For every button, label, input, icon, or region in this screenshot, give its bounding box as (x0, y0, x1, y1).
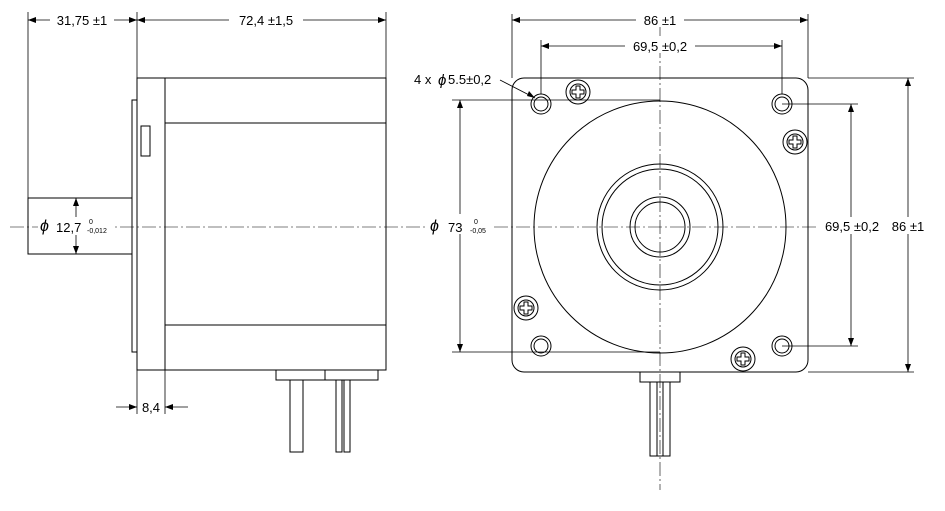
hub-inner-circle (601, 168, 719, 286)
hole-diameter-symbol: ϕ (438, 72, 446, 89)
pilot-boss (131, 99, 138, 353)
shaft-inner-circle (634, 201, 686, 253)
diameter-symbol: ϕ (40, 218, 49, 235)
flange-side (136, 77, 166, 371)
mounting-holes-label: 4 x (414, 72, 432, 87)
flange-square-label: 86 ±1 (644, 13, 676, 28)
arrowhead (129, 17, 137, 23)
pilot-diameter-label: 73 (448, 220, 462, 235)
side-view: 31,75 ±1 72,4 ±1,5 ϕ 12,7 0 -0,012 8,4 (10, 12, 925, 453)
lead-wire-2 (335, 379, 343, 453)
arrowhead (165, 404, 173, 410)
shaft-diameter-label: 12,7 (56, 220, 81, 235)
flange-thickness-label: 8,4 (142, 400, 160, 415)
shaft-tolerance-upper: 0 (89, 219, 93, 226)
hole-spacing-horizontal-label: 69,5 ±0,2 (633, 39, 687, 54)
arrowhead (137, 17, 145, 23)
pilot-tolerance-upper: 0 (474, 219, 478, 226)
front-lead-wires (649, 381, 671, 457)
body-length-label: 72,4 ±1,5 (239, 13, 293, 28)
arrowhead (905, 364, 911, 372)
pilot-circle (533, 100, 787, 354)
arrowhead (774, 43, 782, 49)
arrowhead (848, 104, 854, 112)
lead-wire-3 (343, 379, 351, 453)
arrowhead (73, 246, 79, 254)
shaft-length-label: 31,75 ±1 (57, 13, 108, 28)
shaft-tolerance-lower: -0,012 (87, 228, 107, 235)
screw-bottom (730, 346, 756, 372)
hole-spacing-vertical-label: 69,5 ±0,2 (825, 219, 879, 234)
pilot-diameter-symbol: ϕ (430, 218, 439, 235)
arrowhead (457, 100, 463, 108)
arrowhead (905, 78, 911, 86)
lead-wire-1 (289, 379, 304, 453)
hole-diameter-label: 5.5±0,2 (448, 72, 491, 87)
arrowhead (129, 404, 137, 410)
arrowhead (541, 43, 549, 49)
screw-left (513, 295, 539, 321)
arrowhead (527, 91, 535, 98)
arrowhead (800, 17, 808, 23)
pilot-tolerance-lower: -0,05 (470, 228, 486, 235)
arrowhead (457, 344, 463, 352)
front-view: 86 ±1 69,5 ±0,2 4 x ϕ 5.5±0,2 ϕ 73 0 -0,… (414, 12, 930, 490)
hub-outer-circle (596, 163, 724, 291)
shaft-outer-circle (629, 196, 691, 258)
height-label: 86 ±1 (892, 219, 924, 234)
arrowhead (512, 17, 520, 23)
arrowhead (73, 198, 79, 206)
screw-right (782, 129, 808, 155)
motor-body-side (164, 77, 387, 371)
flange-notch (140, 125, 151, 157)
arrowhead (848, 338, 854, 346)
arrowhead (28, 17, 36, 23)
connector-housing (275, 369, 379, 381)
mounting-hole-bottom-left (530, 335, 552, 357)
arrowhead (378, 17, 386, 23)
